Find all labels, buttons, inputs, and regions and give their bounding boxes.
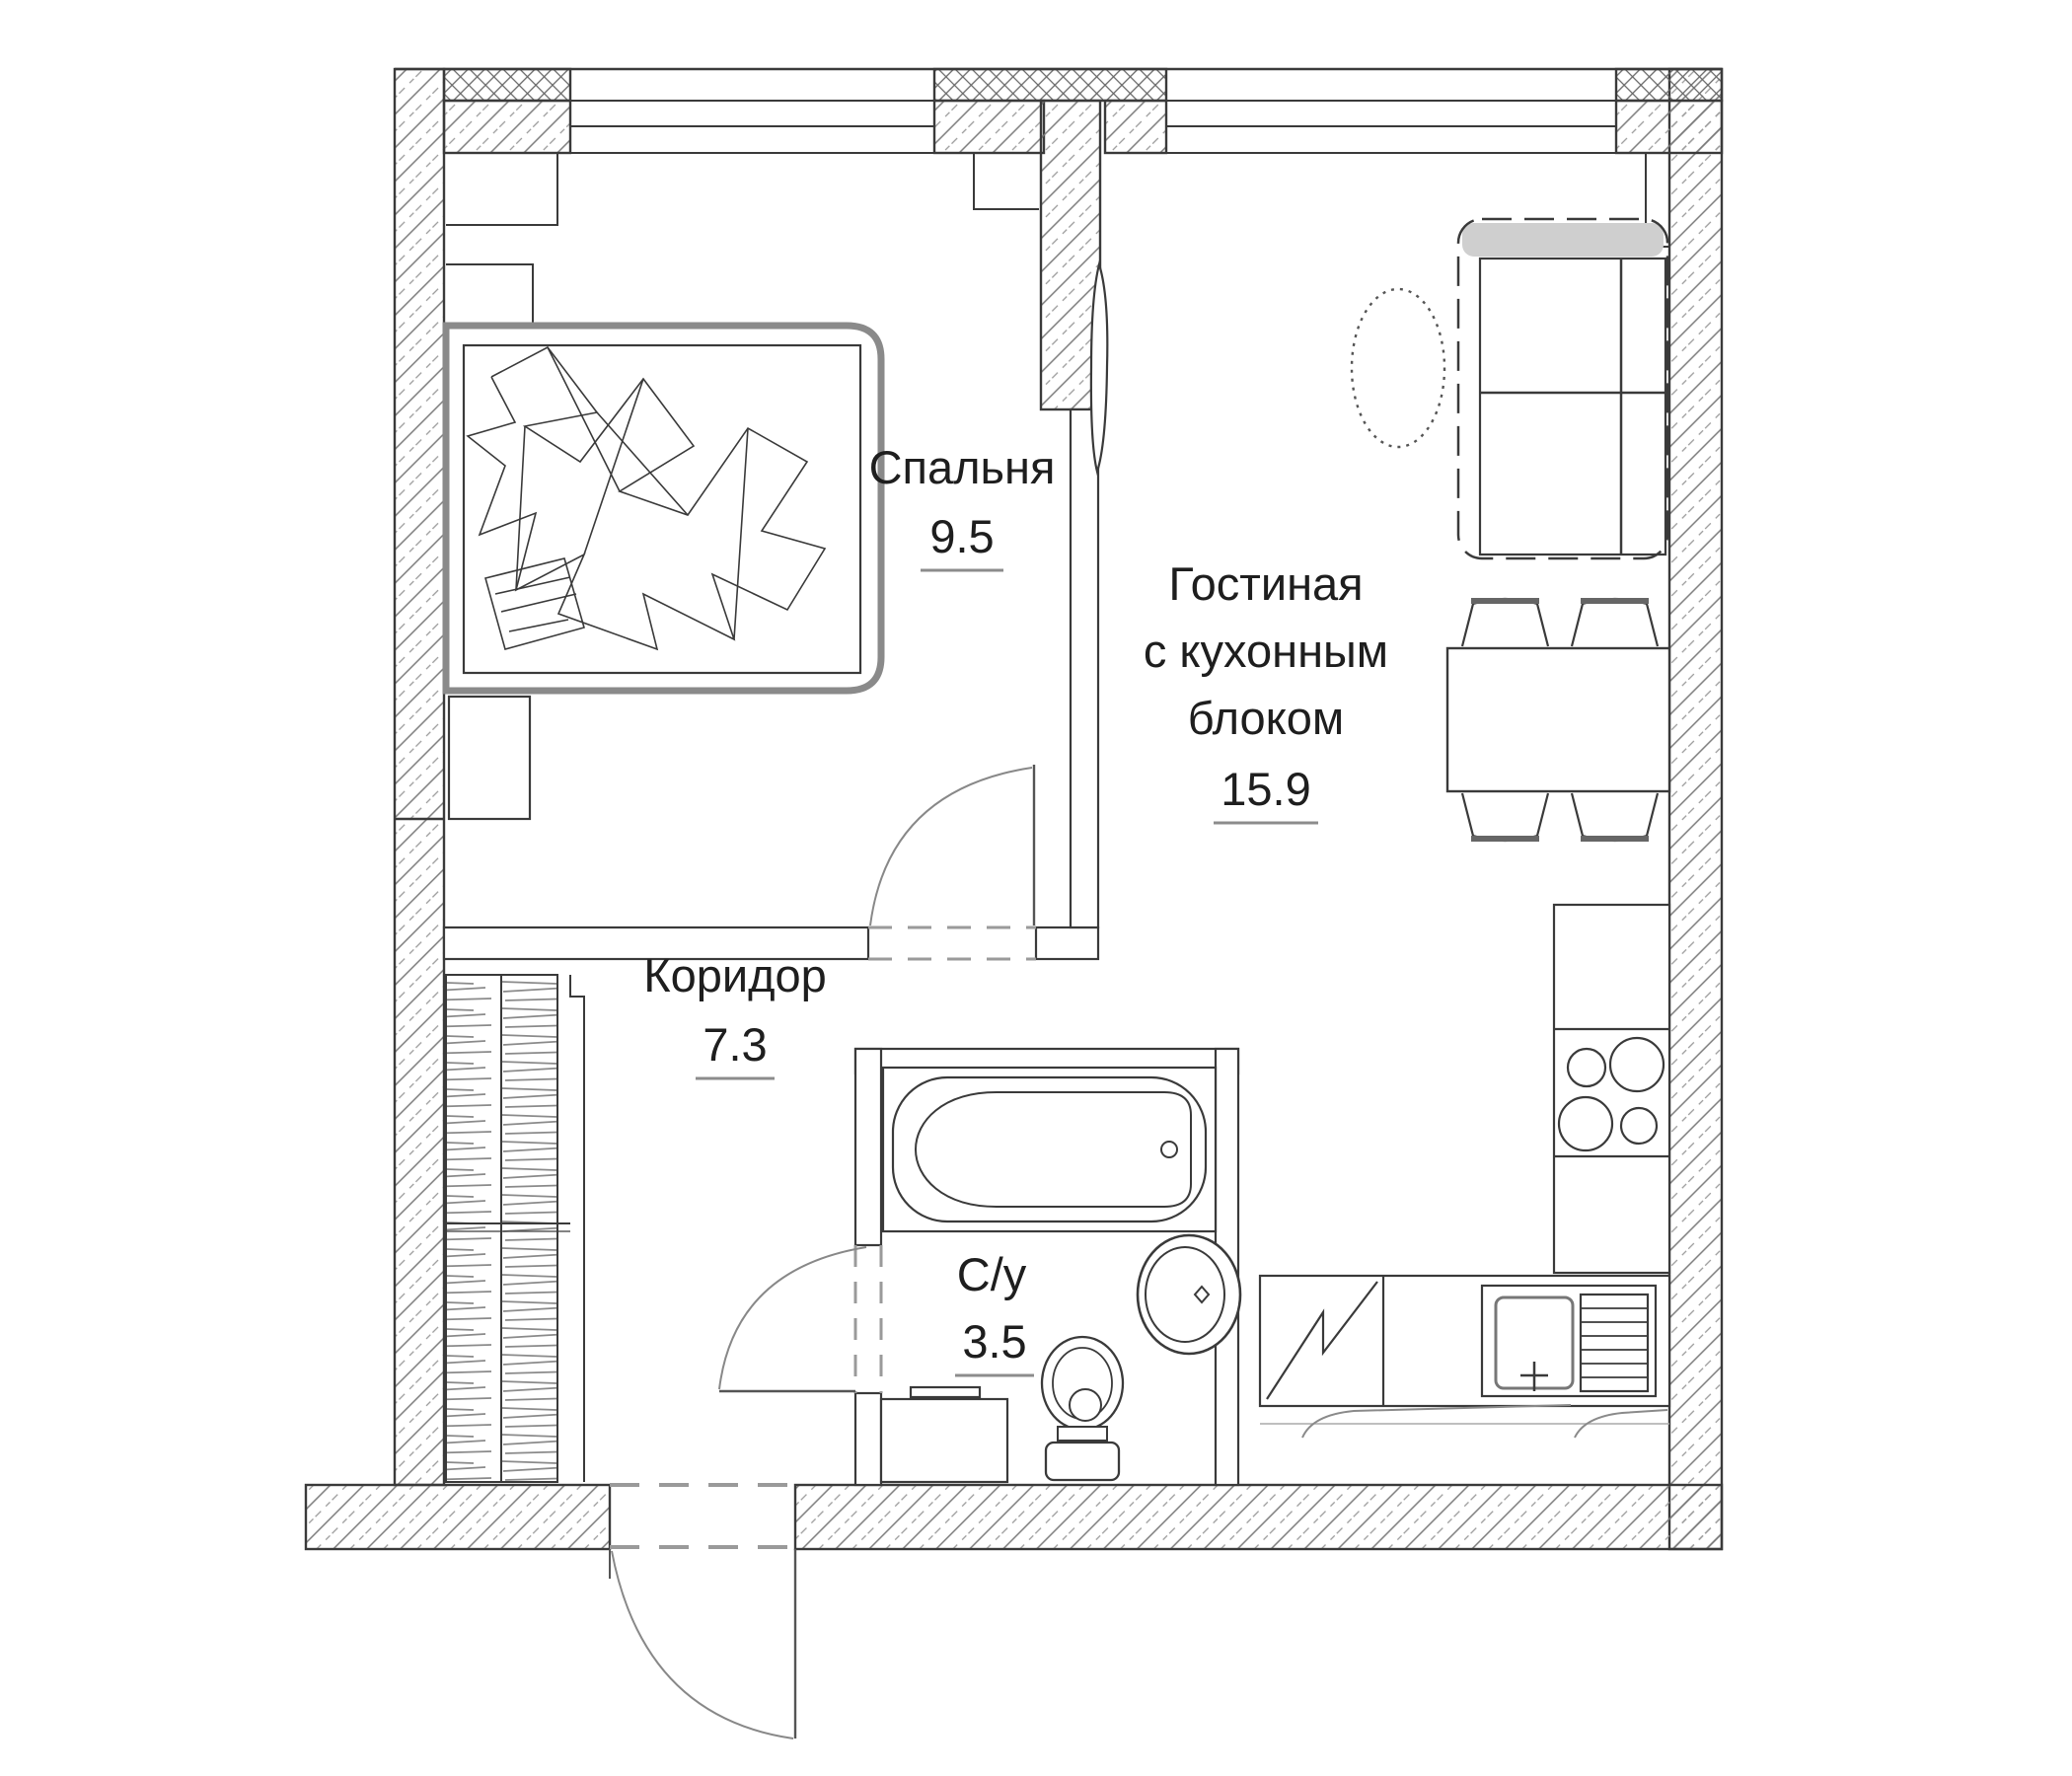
wall-bottom-right [793, 1483, 1724, 1551]
bedroom-area: 9.5 [929, 510, 994, 562]
tv [1089, 259, 1109, 477]
dining-set [1445, 597, 1671, 843]
sofa [1456, 217, 1669, 560]
nightstand [447, 695, 532, 821]
wall-bath-left-upper [853, 1047, 883, 1247]
chair [1460, 597, 1550, 647]
stove-burners [1557, 1036, 1665, 1152]
bath-sink [1136, 1233, 1242, 1356]
wall-bedroom-corridor [442, 925, 870, 961]
window-living [1166, 68, 1616, 154]
wall-right [1667, 67, 1724, 1551]
chair [1570, 792, 1660, 843]
wall-bath-left-lower [853, 1391, 883, 1487]
wall-top-pier-mid [932, 67, 1168, 103]
window-bedroom [570, 68, 934, 154]
chair [1570, 597, 1660, 647]
living-label-line1: Гостиная [1168, 557, 1363, 610]
blanket-scribble [466, 345, 827, 651]
living-label-line2: с кухонным [1144, 625, 1388, 677]
kitchen-counter-bottom [1258, 1274, 1671, 1439]
door-swing-arc [718, 1246, 867, 1390]
tub-drain [1160, 1141, 1178, 1158]
door-entrance [609, 1483, 797, 1739]
toilet [1040, 1335, 1125, 1482]
kitchen-counter-right [1552, 903, 1671, 1275]
sink-drainer [1579, 1293, 1650, 1393]
corridor-label: Коридор [643, 949, 827, 1001]
wall-top-pier-right [1614, 67, 1724, 103]
kitchen-sink [1480, 1284, 1658, 1398]
chair [1460, 792, 1550, 843]
door-bedroom [868, 765, 1036, 961]
bed [442, 322, 885, 695]
bedroom-label: Спальня [869, 441, 1056, 493]
wall-top-pier-left [442, 67, 572, 103]
bathroom-label: С/у [957, 1248, 1027, 1300]
door-bathroom [718, 1245, 883, 1393]
walls [304, 67, 1724, 1551]
corridor-area: 7.3 [703, 1018, 767, 1071]
wall-partition-thin [1069, 407, 1100, 929]
wardrobe [445, 974, 585, 1483]
counter-edge [1260, 1404, 1669, 1439]
bathroom-area: 3.5 [962, 1315, 1026, 1368]
pouf [1350, 287, 1446, 449]
bath-cabinet [879, 1385, 1009, 1484]
door-swing-arc [869, 767, 1033, 926]
living-label-line3: блоком [1188, 692, 1344, 744]
wall-bottom-left [304, 1483, 612, 1551]
living-area: 15.9 [1221, 763, 1310, 815]
bathtub [881, 1066, 1218, 1233]
door-swing-arc [611, 1550, 794, 1739]
wall-left [393, 67, 446, 1487]
dining-table [1445, 646, 1671, 793]
fridge-icon [1266, 1281, 1378, 1400]
